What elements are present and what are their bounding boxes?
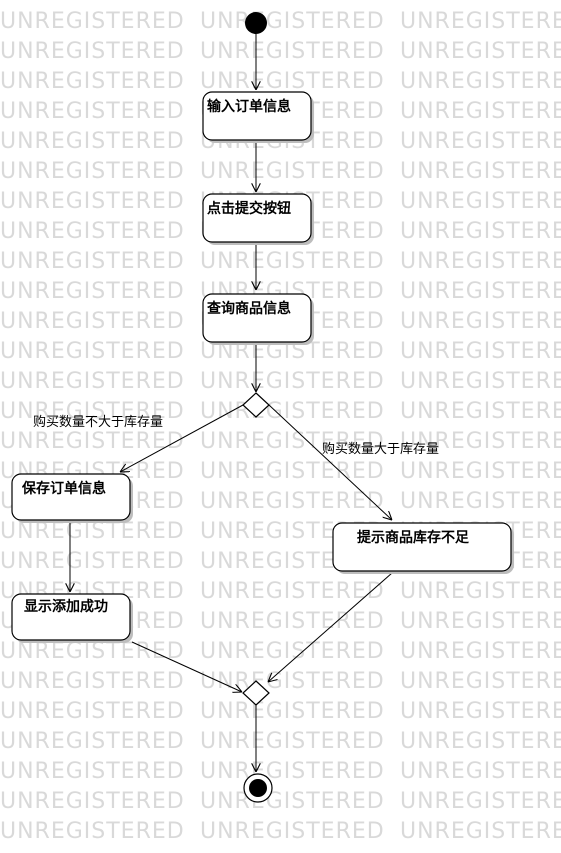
- watermark-text: UNREGISTERED: [200, 459, 385, 484]
- action-save-order: 保存订单信息: [11, 473, 133, 523]
- action-show-success: 显示添加成功: [11, 593, 133, 643]
- watermark-text: UNREGISTERED: [400, 669, 561, 694]
- decision-node: [242, 392, 270, 418]
- watermark-text: UNREGISTERED: [0, 189, 185, 214]
- watermark-text: UNREGISTERED: [400, 429, 561, 454]
- watermark-text: UNREGISTERED: [400, 819, 561, 844]
- watermark-text: UNREGISTERED: [400, 399, 561, 424]
- action-query-product-label: 查询商品信息: [207, 300, 291, 317]
- final-node: [243, 773, 273, 803]
- watermark-text: UNREGISTERED: [400, 459, 561, 484]
- watermark-text: UNREGISTERED: [0, 789, 185, 814]
- watermark-layer: UNREGISTERED UNREGISTERED UNREGISTERED UNRE…: [0, 9, 561, 844]
- guard-not-exceed: 购买数量不大于库存量: [33, 414, 163, 430]
- watermark-text: UNREGISTERED: [200, 819, 385, 844]
- watermark-text: UNREGISTERED: [400, 729, 561, 754]
- action-query-product: 查询商品信息: [202, 293, 314, 345]
- edge-insufficient-to-merge: [268, 572, 393, 682]
- watermark-text: UNREGISTERED: [0, 399, 185, 424]
- watermark-text: UNREGISTERED: [400, 699, 561, 724]
- watermark-text: UNREGISTERED: [0, 759, 185, 784]
- watermark-text: UNREGISTERED: [400, 9, 561, 34]
- watermark-text: UNREGISTERED: [200, 729, 385, 754]
- watermark-text: UNREGISTERED: [400, 489, 561, 514]
- watermark-text: UNREGISTERED: [200, 159, 385, 184]
- watermark-text: UNREGISTERED: [400, 579, 561, 604]
- action-click-submit: 点击提交按钮: [202, 193, 314, 245]
- watermark-text: UNREGISTERED: [200, 759, 385, 784]
- watermark-text: UNREGISTERED: [0, 159, 185, 184]
- watermark-text: UNREGISTERED: [200, 399, 385, 424]
- action-save-order-label: 保存订单信息: [21, 480, 106, 497]
- watermark-text: UNREGISTERED: [200, 579, 385, 604]
- watermark-text: UNREGISTERED: [0, 39, 185, 64]
- watermark-text: UNREGISTERED: [200, 429, 385, 454]
- watermark-text: UNREGISTERED: [400, 39, 561, 64]
- watermark-text: UNREGISTERED: [0, 69, 185, 94]
- watermark-text: UNREGISTERED: [200, 789, 385, 814]
- watermark-text: UNREGISTERED: [400, 369, 561, 394]
- guard-exceed: 购买数量大于库存量: [322, 441, 439, 457]
- watermark-text: UNREGISTERED: [400, 339, 561, 364]
- watermark-text: UNREGISTERED: [200, 489, 385, 514]
- watermark-text: UNREGISTERED: [0, 549, 185, 574]
- action-show-insufficient-label: 提示商品库存不足: [357, 529, 470, 546]
- watermark-text: UNREGISTERED: [400, 789, 561, 814]
- watermark-text: UNREGISTERED: [0, 249, 185, 274]
- watermark-text: UNREGISTERED: [0, 309, 185, 334]
- watermark-text: UNREGISTERED: [0, 279, 185, 304]
- watermark-text: UNREGISTERED: [200, 669, 385, 694]
- watermark-text: UNREGISTERED: [400, 189, 561, 214]
- watermark-text: UNREGISTERED: [200, 9, 385, 34]
- action-show-insufficient: 提示商品库存不足: [332, 522, 514, 574]
- watermark-text: UNREGISTERED: [400, 249, 561, 274]
- watermark-text: UNREGISTERED: [400, 159, 561, 184]
- action-show-success-label: 显示添加成功: [24, 598, 108, 615]
- watermark-text: UNREGISTERED: [0, 99, 185, 124]
- watermark-text: UNREGISTERED: [400, 219, 561, 244]
- watermark-text: UNREGISTERED: [400, 129, 561, 154]
- watermark-text: UNREGISTERED: [0, 729, 185, 754]
- action-input-order: 输入订单信息: [202, 91, 314, 143]
- watermark-text: UNREGISTERED: [0, 819, 185, 844]
- watermark-text: UNREGISTERED: [400, 609, 561, 634]
- watermark-text: UNREGISTERED: [0, 369, 185, 394]
- watermark-text: UNREGISTERED: [200, 639, 385, 664]
- watermark-text: UNREGISTERED: [200, 699, 385, 724]
- edge-decision-to-save: [120, 404, 244, 472]
- initial-node: [245, 12, 267, 34]
- watermark-text: UNREGISTERED: [200, 39, 385, 64]
- watermark-text: UNREGISTERED: [400, 639, 561, 664]
- watermark-text: UNREGISTERED: [0, 219, 185, 244]
- watermark-text: UNREGISTERED: [400, 309, 561, 334]
- watermark-text: UNREGISTERED: [0, 669, 185, 694]
- watermark-text: UNREGISTERED: [400, 69, 561, 94]
- watermark-text: UNREGISTERED: [400, 279, 561, 304]
- watermark-text: UNREGISTERED: [200, 609, 385, 634]
- watermark-text: UNREGISTERED: [0, 339, 185, 364]
- watermark-text: UNREGISTERED: [200, 249, 385, 274]
- watermark-text: UNREGISTERED: [0, 9, 185, 34]
- watermark-text: UNREGISTERED: [200, 369, 385, 394]
- watermark-text: UNREGISTERED: [0, 519, 185, 544]
- action-input-order-label: 输入订单信息: [207, 98, 291, 115]
- edge-success-to-merge: [131, 641, 242, 692]
- watermark-text: UNREGISTERED: [400, 99, 561, 124]
- watermark-text: UNREGISTERED: [0, 129, 185, 154]
- edge-decision-to-insufficient: [268, 404, 392, 520]
- watermark-text: UNREGISTERED: [200, 69, 385, 94]
- edges: [70, 34, 392, 772]
- watermark-text: UNREGISTERED: [0, 699, 185, 724]
- watermark-text: UNREGISTERED: [400, 759, 561, 784]
- merge-node: [242, 680, 270, 706]
- action-click-submit-label: 点击提交按钮: [207, 200, 291, 217]
- watermark-text: UNREGISTERED: [0, 429, 185, 454]
